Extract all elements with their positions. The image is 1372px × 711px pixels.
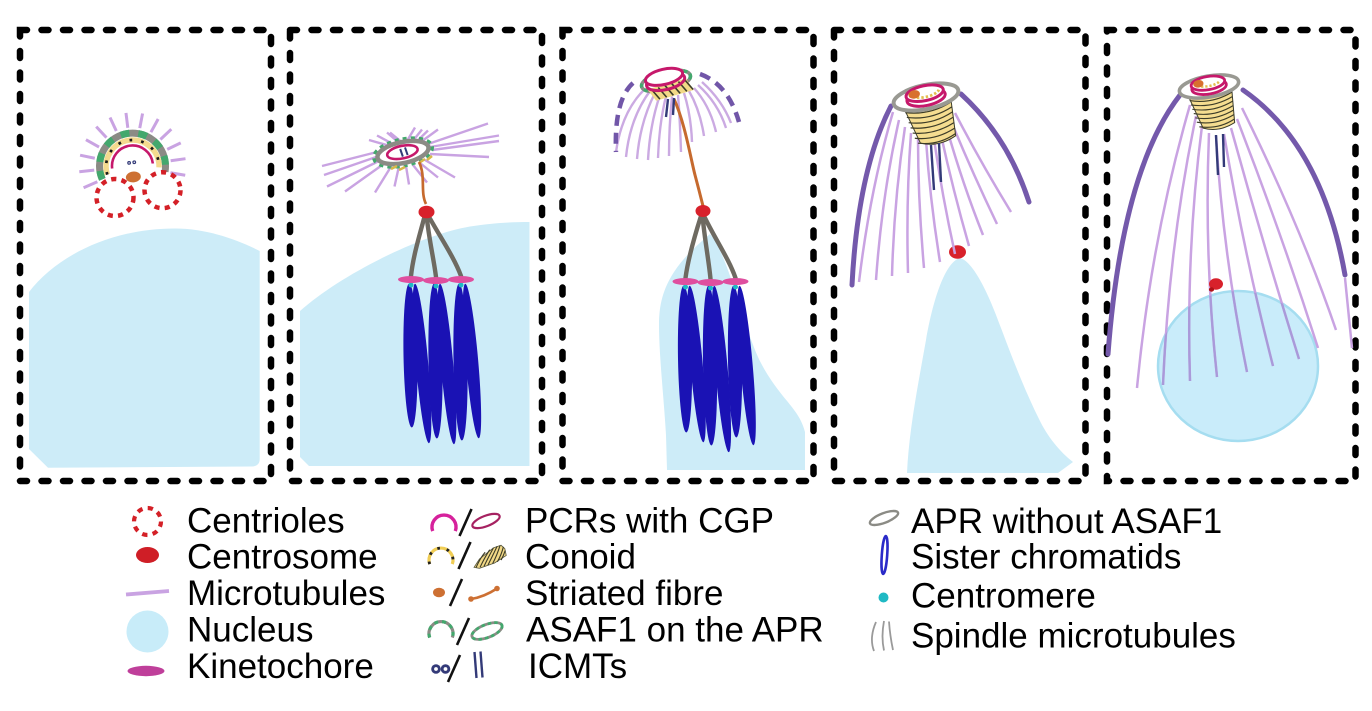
svg-text:ASAF1 on the APR: ASAF1 on the APR [526, 611, 824, 650]
svg-text:Microtubules: Microtubules [187, 574, 385, 613]
svg-text:Nucleus: Nucleus [187, 611, 313, 650]
svg-text:Sister chromatids: Sister chromatids [911, 538, 1181, 577]
svg-text:Centrioles: Centrioles [187, 502, 345, 541]
svg-text:Striated fibre: Striated fibre [525, 574, 723, 613]
svg-text:Conoid: Conoid [525, 538, 636, 577]
svg-text:Centromere: Centromere [911, 577, 1096, 616]
svg-text:Spindle microtubules: Spindle microtubules [911, 617, 1236, 656]
svg-text:Kinetochore: Kinetochore [187, 647, 374, 686]
svg-text:APR without ASAF1: APR without ASAF1 [911, 502, 1222, 541]
svg-text:Centrosome: Centrosome [187, 538, 378, 577]
svg-text:PCRs with CGP: PCRs with CGP [525, 502, 774, 541]
svg-text:ICMTs: ICMTs [528, 647, 627, 686]
